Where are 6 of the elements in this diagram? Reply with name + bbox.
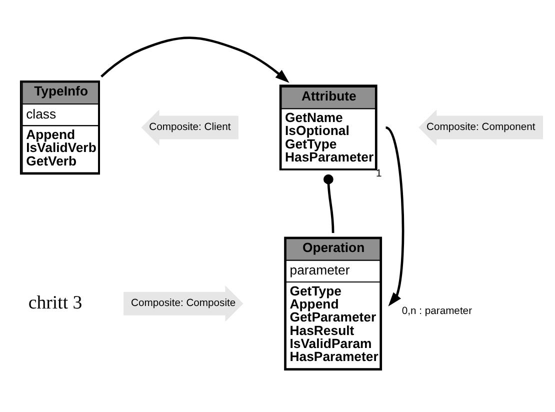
label: chritt 3 — [28, 292, 82, 314]
label: 1 — [376, 168, 382, 180]
connector — [323, 174, 334, 233]
arrow — [100, 36, 290, 83]
edge-label: 0,n : parameter — [402, 306, 472, 317]
arrow — [385, 126, 404, 306]
